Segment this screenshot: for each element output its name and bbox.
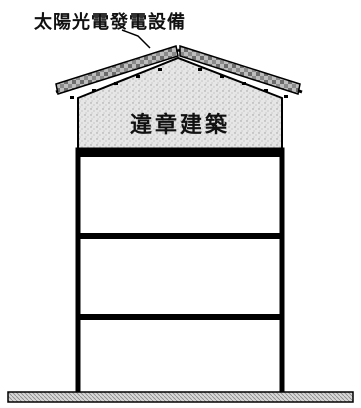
illegal-building-label: 違章建築 (130, 112, 230, 138)
building-frame (75, 147, 285, 397)
title-leader-line (121, 29, 151, 49)
panel-supports (70, 68, 288, 99)
solar-panel-left (55, 45, 179, 95)
illegal-addition (77, 56, 283, 151)
ground-line (7, 391, 354, 403)
solar-panel-right (179, 44, 301, 95)
solar-equipment-label: 太陽光電發電設備 (34, 11, 186, 33)
